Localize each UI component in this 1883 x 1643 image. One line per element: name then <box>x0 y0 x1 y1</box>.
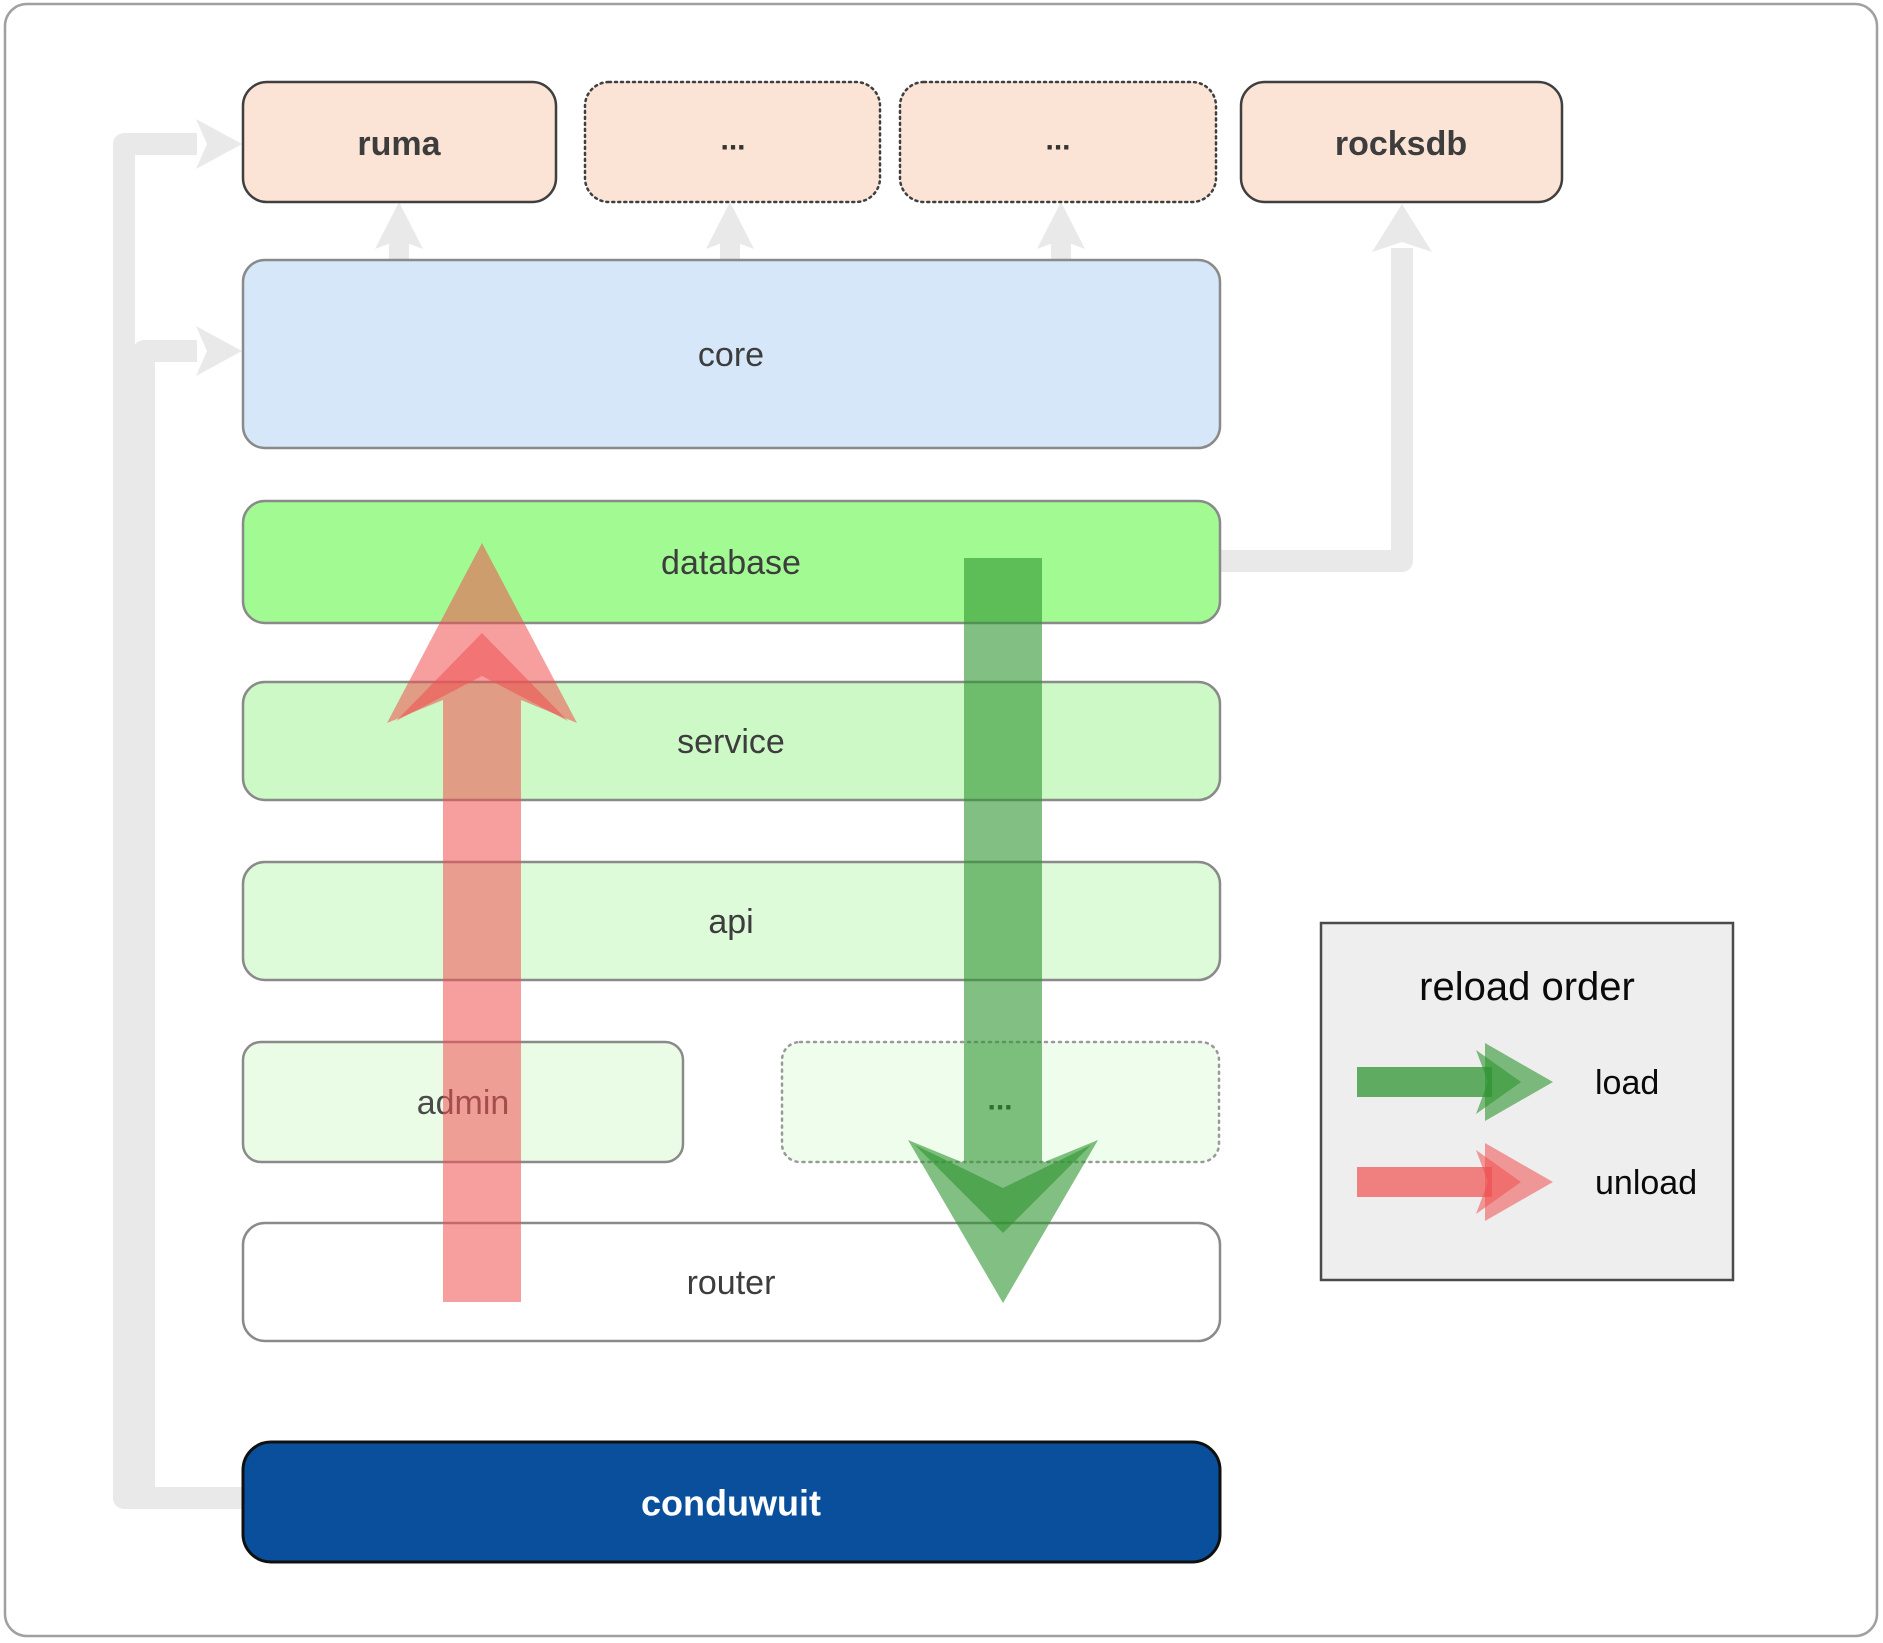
conduwuit-label: conduwuit <box>641 1483 821 1524</box>
conduwuit-rect <box>241 1440 1222 1564</box>
arrowhead-up <box>375 202 423 249</box>
core-rect <box>241 258 1222 450</box>
diagram-outer-frame <box>3 2 1879 1638</box>
load-arrow-body <box>908 558 1098 1303</box>
arrowhead-into-ruma <box>196 119 242 169</box>
ellipsis-top-2-label: ... <box>1045 124 1070 157</box>
ellipsis-top-1-label: ... <box>720 124 745 157</box>
arrowhead-into-core <box>196 326 242 376</box>
box-ellipsis-top-2: ... <box>898 80 1218 204</box>
arrow-shaft <box>1051 238 1071 263</box>
arrow-shaft <box>720 238 740 263</box>
arrow-shaft <box>389 238 409 263</box>
box-ruma: ruma <box>241 80 558 204</box>
ellipsis-top-2-rect <box>898 80 1218 204</box>
arrowhead-up <box>706 202 754 249</box>
database-label: database <box>661 544 801 582</box>
legend-unload-label: unload <box>1595 1164 1697 1202</box>
connector-core-to-ellipsis-2 <box>1037 202 1085 263</box>
load-arrow-chevron <box>1476 1050 1521 1114</box>
legend-load-label: load <box>1595 1064 1659 1102</box>
box-core: core <box>241 258 1222 450</box>
router-label: router <box>687 1264 776 1302</box>
unload-arrow-red <box>387 543 577 1302</box>
unload-arrow-shaft <box>1357 1167 1492 1197</box>
ruma-label: ruma <box>357 125 441 163</box>
box-service: service <box>241 680 1222 802</box>
top-row: ruma ... ... rocksdb <box>241 80 1564 204</box>
rocksdb-label: rocksdb <box>1335 125 1467 163</box>
connector-database-to-rocksdb <box>1220 248 1413 572</box>
core-label: core <box>698 336 764 374</box>
load-arrow-green <box>908 558 1098 1303</box>
box-database: database <box>241 499 1222 625</box>
ellipsis-top-1-rect <box>583 80 882 204</box>
connector-core-to-ellipsis-1 <box>706 202 754 263</box>
legend: reload order load unload <box>1319 921 1735 1282</box>
box-ellipsis-top-1: ... <box>583 80 882 204</box>
rocksdb-rect <box>1239 80 1564 204</box>
box-api: api <box>241 860 1222 982</box>
box-rocksdb: rocksdb <box>1239 80 1564 204</box>
unload-arrow-chevron <box>1476 1150 1521 1214</box>
arrowhead-up <box>1037 202 1085 249</box>
ruma-rect <box>241 80 558 204</box>
box-conduwuit: conduwuit <box>241 1440 1222 1564</box>
load-arrow-shaft <box>1357 1067 1492 1097</box>
connector-conduwuit-to-core <box>133 340 243 1509</box>
connector-core-to-ruma <box>375 202 423 263</box>
legend-unload-row: unload <box>1357 1143 1697 1221</box>
box-router: router <box>241 1221 1222 1343</box>
legend-box <box>1319 921 1735 1282</box>
legend-load-row: load <box>1357 1043 1659 1121</box>
load-arrow-inner-chevron <box>915 1145 1091 1233</box>
gray-connectors <box>113 119 1432 1509</box>
unload-arrow-body <box>387 543 577 1302</box>
legend-title: reload order <box>1419 965 1635 1009</box>
arrowhead-into-rocksdb <box>1372 204 1432 252</box>
api-label: api <box>708 903 753 941</box>
unload-arrow-inner-chevron <box>396 633 568 721</box>
service-label: service <box>677 723 785 761</box>
